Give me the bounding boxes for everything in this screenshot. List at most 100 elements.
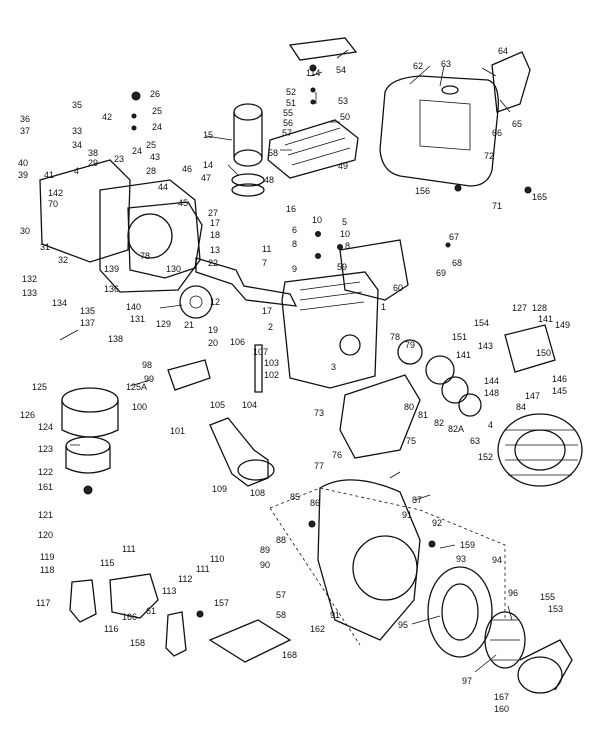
callout-87: 87 <box>412 495 422 505</box>
callout-160: 160 <box>494 704 509 714</box>
callout-52: 52 <box>286 87 296 97</box>
callout-154: 154 <box>474 318 489 328</box>
callout-6: 6 <box>292 225 297 235</box>
callout-27: 27 <box>208 208 218 218</box>
callout-92: 92 <box>432 518 442 528</box>
callout-134: 134 <box>52 298 67 308</box>
callout-107: 107 <box>253 347 268 357</box>
callout-55: 55 <box>283 108 293 118</box>
callout-131: 131 <box>130 314 145 324</box>
fuel-bowl-part <box>165 611 187 657</box>
callout-24: 24 <box>152 122 162 132</box>
callout-37: 37 <box>20 126 30 136</box>
callout-22: 22 <box>208 258 218 268</box>
callout-151: 151 <box>452 332 467 342</box>
callout-49: 49 <box>338 161 348 171</box>
callout-168: 168 <box>282 650 297 660</box>
engine-block-left-part <box>39 159 131 263</box>
callout-109: 109 <box>212 484 227 494</box>
oil-seal-part <box>397 339 423 365</box>
callout-149: 149 <box>555 320 570 330</box>
callout-129: 129 <box>156 319 171 329</box>
callout-122: 122 <box>38 467 53 477</box>
callout-31: 31 <box>40 242 50 252</box>
callout-106: 106 <box>230 337 245 347</box>
starter-pulley-part <box>517 656 563 694</box>
callout-28: 28 <box>146 166 156 176</box>
callout-103: 103 <box>264 358 279 368</box>
callout-17: 17 <box>210 218 220 228</box>
callout-29: 29 <box>88 158 98 168</box>
callout-68: 68 <box>452 258 462 268</box>
callout-23: 23 <box>114 154 124 164</box>
callout-7: 7 <box>262 258 267 268</box>
callout-9: 9 <box>292 264 297 274</box>
callout-18: 18 <box>210 230 220 240</box>
callout-32: 32 <box>58 255 68 265</box>
callout-118: 118 <box>40 565 54 575</box>
callout-3: 3 <box>331 362 336 372</box>
callout-91-b: 91 <box>330 610 340 620</box>
fuel-tank-part <box>379 75 499 187</box>
bearing-plate-part <box>339 374 421 459</box>
callout-58: 58 <box>268 148 278 158</box>
callout-137: 137 <box>80 318 95 328</box>
callout-143: 143 <box>478 341 493 351</box>
callout-165: 165 <box>532 192 547 202</box>
callout-14: 14 <box>203 160 213 170</box>
breather-plate-part <box>167 359 211 391</box>
callout-133: 133 <box>22 288 37 298</box>
callout-8: 8 <box>292 239 297 249</box>
callout-35: 35 <box>72 100 82 110</box>
callout-4-b: 4 <box>488 420 493 430</box>
governor-lever-part <box>254 344 263 393</box>
callout-25-b: 25 <box>146 140 156 150</box>
starter-cup-part <box>484 611 526 669</box>
callout-157: 157 <box>214 598 229 608</box>
callout-65: 65 <box>512 119 522 129</box>
callout-67: 67 <box>449 232 459 242</box>
callout-97: 97 <box>462 676 472 686</box>
callout-58-b: 58 <box>276 610 286 620</box>
callout-127: 127 <box>512 303 527 313</box>
callout-84: 84 <box>516 402 526 412</box>
callout-78-b: 78 <box>390 332 400 342</box>
callout-75: 75 <box>406 436 416 446</box>
callout-16: 16 <box>286 204 296 214</box>
callout-125A: 125A <box>126 382 147 392</box>
callout-135: 135 <box>80 306 95 316</box>
leader-lines <box>59 49 513 673</box>
callout-128: 128 <box>532 303 547 313</box>
callout-80: 80 <box>404 402 414 412</box>
callout-78: 78 <box>140 251 150 261</box>
callout-85: 85 <box>290 492 300 502</box>
callout-43: 43 <box>150 152 160 162</box>
callout-139: 139 <box>104 264 119 274</box>
callout-26: 26 <box>150 89 160 99</box>
callout-5: 5 <box>342 217 347 227</box>
callout-79: 79 <box>405 340 415 350</box>
callout-73: 73 <box>314 408 324 418</box>
callout-70: 70 <box>48 199 58 209</box>
callout-15: 15 <box>203 130 213 140</box>
callout-144: 144 <box>484 376 499 386</box>
callout-105: 105 <box>210 400 225 410</box>
callout-162: 162 <box>310 624 325 634</box>
callout-34: 34 <box>72 140 82 150</box>
callout-4: 4 <box>74 166 79 176</box>
callout-147: 147 <box>525 391 540 401</box>
callout-48: 48 <box>264 175 274 185</box>
cylinder-shroud-part <box>339 239 409 301</box>
callout-167: 167 <box>494 692 509 702</box>
callout-93: 93 <box>456 554 466 564</box>
callout-72: 72 <box>484 151 494 161</box>
part-drawings <box>39 37 583 694</box>
flywheel-part <box>497 413 583 487</box>
callout-155: 155 <box>540 592 555 602</box>
cam-gear-part <box>179 285 213 319</box>
callout-63-b: 63 <box>470 436 480 446</box>
callout-141-b: 141 <box>456 350 471 360</box>
callout-102: 102 <box>264 370 279 380</box>
callout-63: 63 <box>441 59 451 69</box>
